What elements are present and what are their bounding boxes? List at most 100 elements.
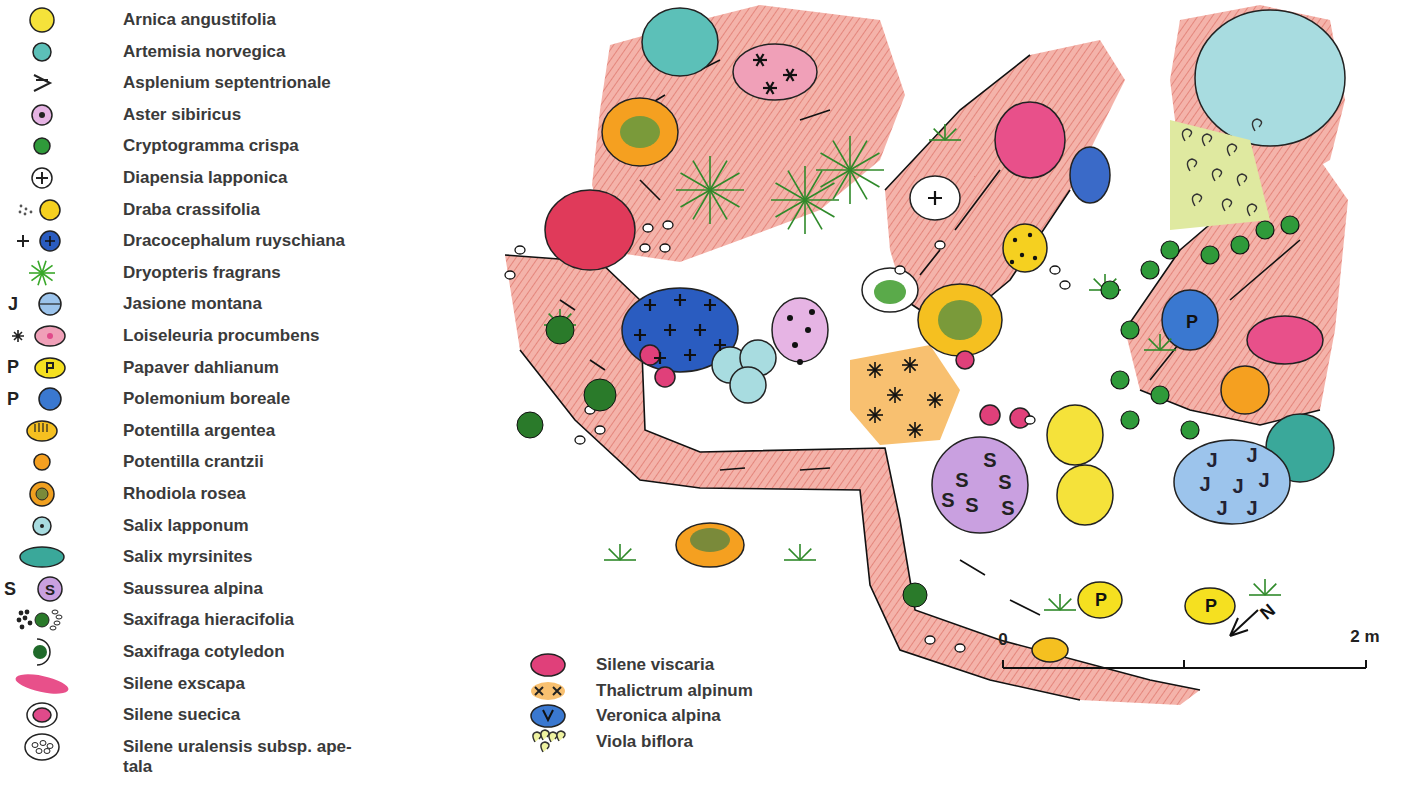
legend-text: Silene viscaria [596, 655, 714, 675]
scale-bar [1003, 660, 1366, 668]
north-arrow [1230, 610, 1258, 636]
legend-swatch [7, 98, 77, 132]
legend-swatch [513, 674, 583, 708]
legend-color-sample [33, 43, 51, 61]
map-letter: S [1001, 497, 1014, 520]
map-letter: P [1095, 590, 1107, 611]
legend-swatch [513, 699, 583, 733]
legend-letter: J [8, 294, 18, 315]
legend-color-sample [39, 293, 61, 315]
legend-letter: S [45, 581, 55, 598]
legend-color-sample [27, 421, 57, 441]
legend-text: Silene suecica [123, 705, 240, 725]
legend-swatch [7, 66, 77, 100]
map-letter: P [1186, 312, 1198, 333]
legend-text: Potentilla crantzii [123, 452, 264, 472]
legend-swatch [513, 725, 583, 759]
legend-color-sample [531, 705, 565, 727]
scale-label: 0 [998, 630, 1007, 650]
legend-text: Dryopteris fragrans [123, 263, 281, 283]
map-letter: S [983, 449, 996, 472]
legend-color-sample [20, 547, 64, 567]
legend-swatch [7, 129, 77, 163]
legend-text: Rhodiola rosea [123, 484, 246, 504]
legend-text: Veronica alpina [596, 706, 721, 726]
legend-text: Silene exscapa [123, 674, 245, 694]
map-letter: S [965, 494, 978, 517]
map-letter: P [1205, 596, 1217, 617]
map-letter: J [1232, 475, 1243, 498]
legend-color-sample [35, 358, 65, 378]
north-label: N [1256, 600, 1279, 624]
legend-color-sample [38, 577, 62, 601]
legend-swatch [7, 224, 77, 258]
map-letter: J [1246, 444, 1257, 467]
legend-text: Loiseleuria procumbens [123, 326, 320, 346]
map-letter: J [1216, 497, 1227, 520]
legend-color-sample [40, 231, 60, 251]
legend-swatch [7, 35, 77, 69]
legend-swatch [7, 193, 77, 227]
map-letter: J [1246, 497, 1257, 520]
legend-color-sample [30, 8, 54, 32]
legend-color-sample [40, 200, 60, 220]
legend-text: Saussurea alpina [123, 579, 263, 599]
map-letter: J [1199, 473, 1210, 496]
plant-patches [545, 8, 1345, 662]
legend-swatch [7, 256, 77, 290]
legend-swatch [7, 667, 77, 701]
legend-swatch [7, 3, 77, 37]
legend-text: Saxifraga cotyledon [123, 642, 285, 662]
legend-letter: S [4, 579, 16, 600]
legend-text: Viola biflora [596, 732, 693, 752]
legend-text: Artemisia norvegica [123, 42, 286, 62]
legend-text: Papaver dahlianum [123, 358, 279, 378]
legend-color-sample [531, 654, 565, 676]
legend-text: Salix lapponum [123, 516, 249, 536]
rock-slabs [505, 5, 1348, 705]
legend-color-sample [33, 708, 51, 722]
legend-color-sample [30, 482, 54, 506]
map-letter: J [1258, 469, 1269, 492]
legend-swatch [7, 445, 77, 479]
legend-text: Silene uralensis subsp. ape- tala [123, 737, 373, 777]
legend-text: Saxifraga hieracifolia [123, 610, 294, 630]
legend-letter: P [7, 389, 19, 410]
map-letter: S [998, 471, 1011, 494]
legend-swatch [7, 509, 77, 543]
legend-color-sample [39, 388, 61, 410]
legend-text: Jasione montana [123, 294, 262, 314]
legend-text: Arnica angustifolia [123, 10, 276, 30]
map-letter: S [941, 489, 954, 512]
legend-swatch [7, 698, 77, 732]
legend-color-sample [35, 326, 65, 346]
legend-swatch [7, 540, 77, 574]
legend-color-sample [32, 105, 52, 125]
legend-swatch [7, 161, 77, 195]
legend-swatch [7, 730, 77, 764]
rock-cracks [505, 55, 1320, 700]
scale-label: 2 m [1350, 627, 1379, 647]
legend-text: Aster sibiricus [123, 105, 241, 125]
map-letter: S [955, 469, 968, 492]
legend-swatch [7, 635, 77, 669]
legend-color-sample [33, 517, 51, 535]
legend-color-sample [531, 682, 565, 700]
legend-swatch [7, 477, 77, 511]
legend-text: Dracocephalum ruyschiana [123, 231, 345, 251]
legend-swatch [7, 414, 77, 448]
legend-swatch [7, 603, 77, 637]
legend-color-sample [34, 454, 50, 470]
map-letter: J [1206, 449, 1217, 472]
legend-text: Potentilla argentea [123, 421, 275, 441]
legend-swatch [513, 648, 583, 682]
legend-text: Cryptogramma crispa [123, 136, 299, 156]
legend-swatch [7, 572, 77, 606]
legend-color-sample [14, 670, 70, 697]
legend-text: Polemonium boreale [123, 389, 290, 409]
legend-text: Salix myrsinites [123, 547, 252, 567]
legend-text: Draba crassifolia [123, 200, 260, 220]
legend-swatch [7, 319, 77, 353]
legend-text: Diapensia lapponica [123, 168, 287, 188]
legend-color-sample [34, 138, 50, 154]
